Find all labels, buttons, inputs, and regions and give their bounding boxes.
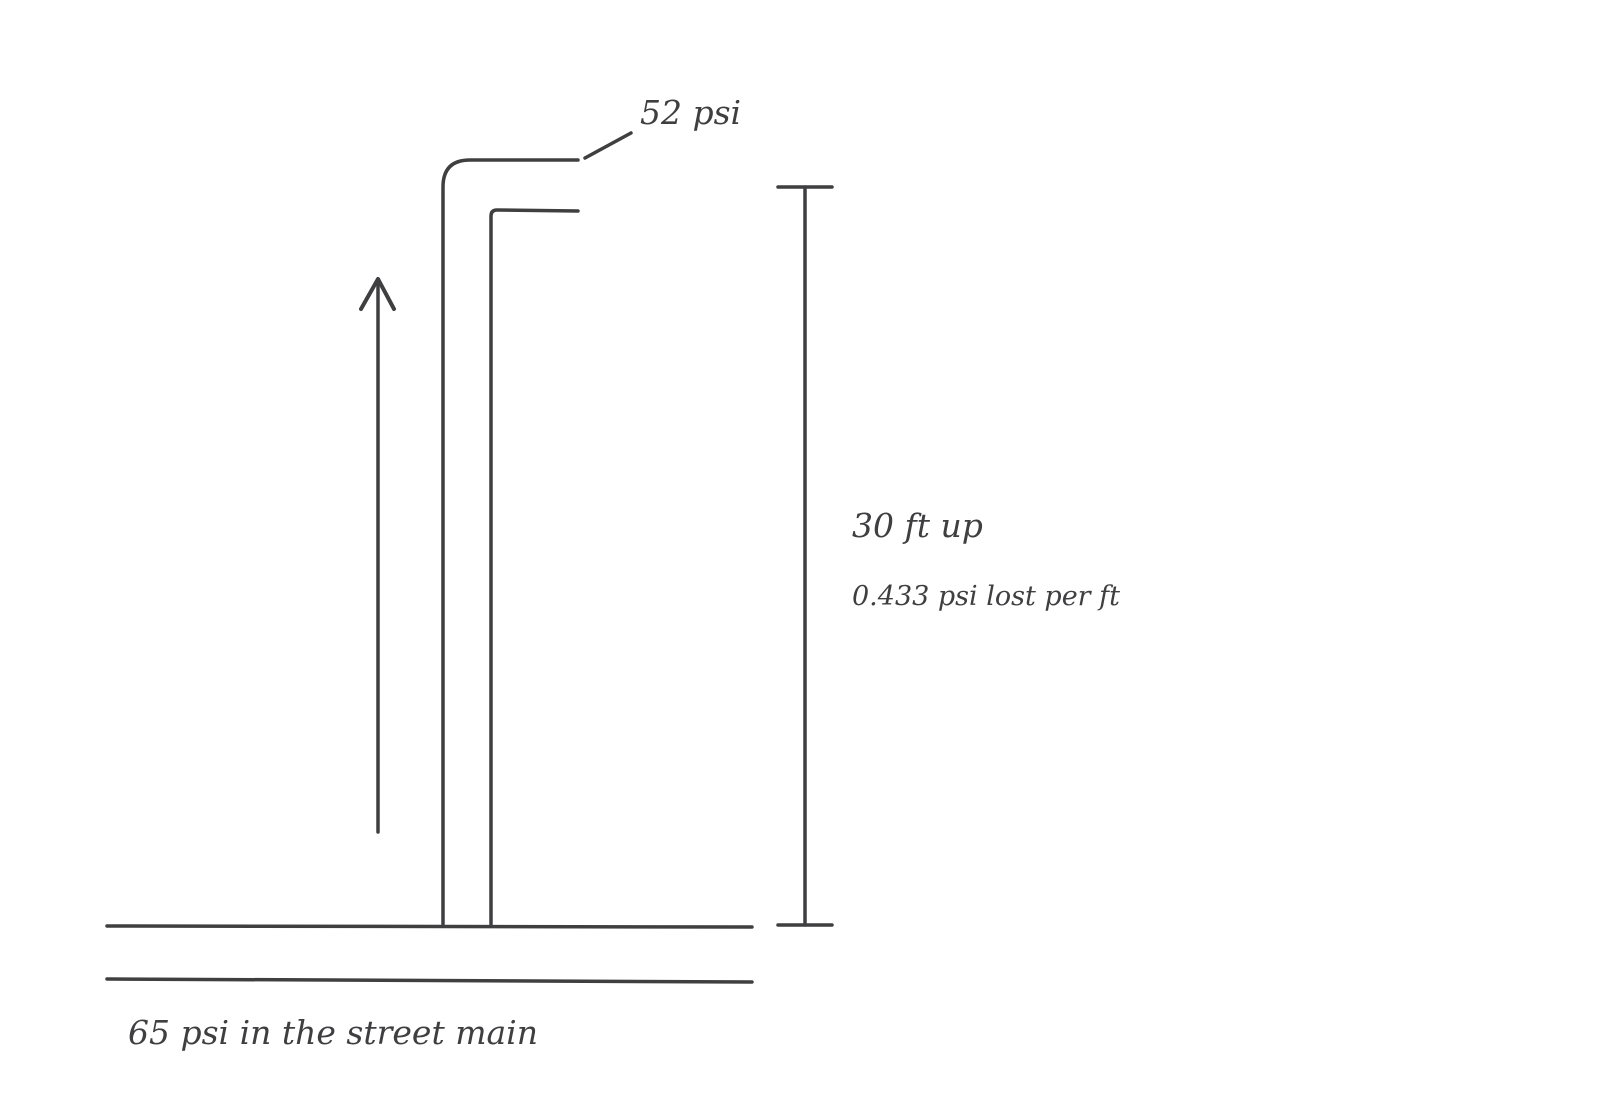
outlet-pressure-label: 52 psi — [640, 93, 741, 132]
dimension-bar — [776, 185, 834, 927]
loss-rate-label: 0.433 psi lost per ft — [852, 581, 1120, 612]
riser-outer-wall — [441, 158, 580, 926]
street-main-top-wall — [105, 924, 754, 929]
rise-height-label: 30 ft up — [852, 506, 983, 545]
street-main-bottom-wall — [105, 977, 754, 984]
arrow-up-icon — [359, 277, 396, 834]
street-main — [105, 924, 754, 984]
arrow-head — [359, 277, 396, 311]
outlet-pressure-leader — [583, 131, 633, 160]
main-pressure-label: 65 psi in the street main — [128, 1013, 538, 1052]
riser-inner-wall — [489, 208, 580, 926]
riser-pipe — [441, 158, 580, 926]
